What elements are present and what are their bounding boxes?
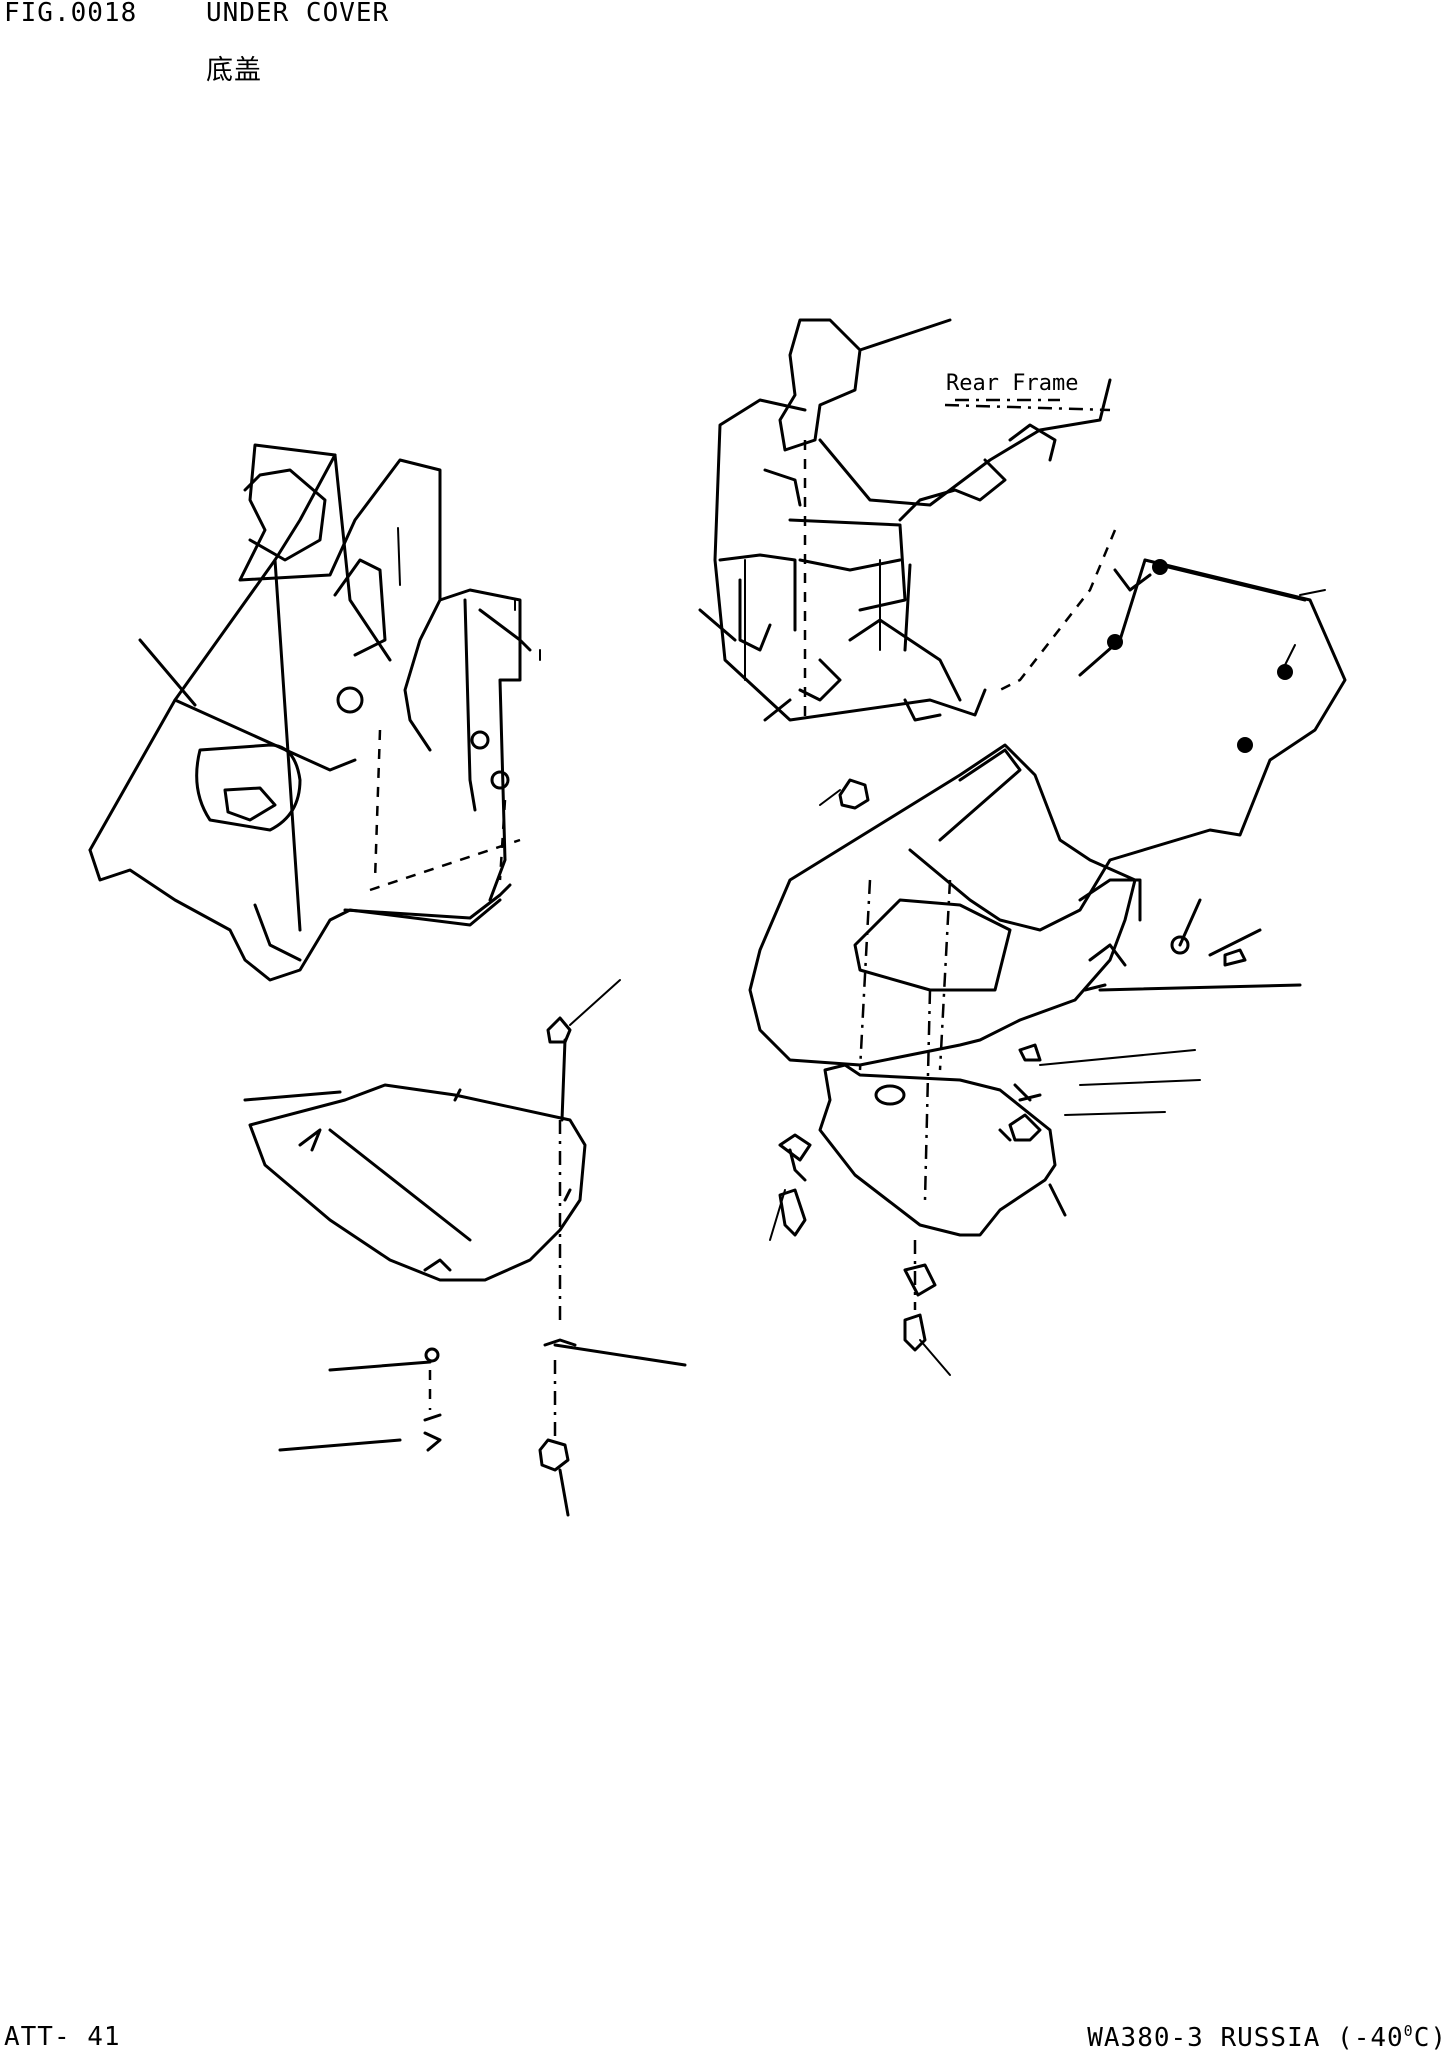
- figure-title-chinese: 底盖: [206, 55, 262, 86]
- fasteners-right: [769, 778, 1201, 1376]
- under-cover-plate-rear: [908, 558, 1347, 932]
- figure-number: FIG.0018: [4, 0, 138, 28]
- under-cover-plate-left: [243, 1083, 587, 1282]
- model-identifier: WA380-3 RUSSIA (-400C): [1087, 2022, 1447, 2053]
- under-cover-plate-lower: [788, 1063, 1067, 1237]
- fasteners-left: [278, 979, 687, 1517]
- rear-frame-label: Rear Frame: [946, 371, 1078, 396]
- page-number: ATT- 41: [4, 2022, 121, 2052]
- rear-frame-assembly: [698, 318, 1117, 722]
- figure-title: UNDER COVER: [206, 0, 390, 28]
- front-frame-assembly: [88, 443, 541, 982]
- under-cover-plate-center: [748, 743, 1302, 1201]
